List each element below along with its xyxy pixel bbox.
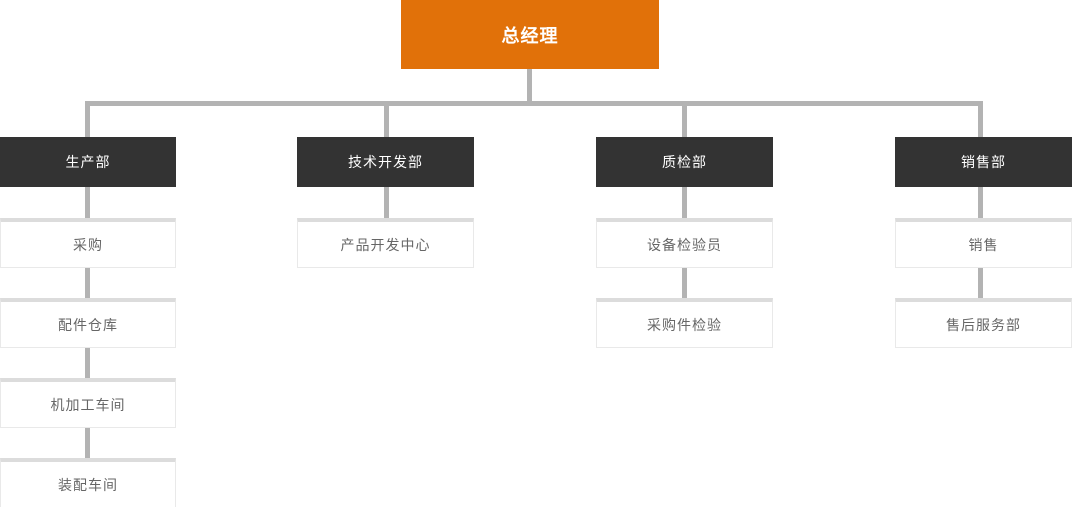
org-node-purchasing: 采购 bbox=[0, 218, 176, 268]
org-node-purchased-parts-inspection: 采购件检验 bbox=[596, 298, 773, 348]
org-node-machining-workshop: 机加工车间 bbox=[0, 378, 176, 428]
connector-drop-quality bbox=[682, 106, 687, 137]
connector-production-child4 bbox=[85, 428, 90, 458]
org-node-parts-warehouse: 配件仓库 bbox=[0, 298, 176, 348]
connector-production-child1 bbox=[85, 187, 90, 218]
connector-horizontal-rail bbox=[85, 101, 983, 106]
dept-node-quality-inspection: 质检部 bbox=[596, 137, 773, 187]
connector-production-child2 bbox=[85, 268, 90, 298]
org-node-assembly-workshop: 装配车间 bbox=[0, 458, 176, 507]
connector-quality-child1 bbox=[682, 187, 687, 218]
dept-node-production: 生产部 bbox=[0, 137, 176, 187]
org-node-product-dev-center: 产品开发中心 bbox=[297, 218, 474, 268]
connector-drop-production bbox=[85, 106, 90, 137]
connector-drop-tech-dev bbox=[384, 106, 389, 137]
connector-drop-sales bbox=[978, 106, 983, 137]
dept-node-sales: 销售部 bbox=[895, 137, 1072, 187]
connector-tech-dev-child1 bbox=[384, 187, 389, 218]
org-node-after-sales-service: 售后服务部 bbox=[895, 298, 1072, 348]
dept-node-tech-development: 技术开发部 bbox=[297, 137, 474, 187]
connector-sales-child1 bbox=[978, 187, 983, 218]
org-node-general-manager: 总经理 bbox=[401, 0, 659, 69]
org-node-sales: 销售 bbox=[895, 218, 1072, 268]
connector-quality-child2 bbox=[682, 268, 687, 298]
connector-sales-child2 bbox=[978, 268, 983, 298]
org-node-equipment-inspector: 设备检验员 bbox=[596, 218, 773, 268]
connector-production-child3 bbox=[85, 348, 90, 378]
connector-root-trunk bbox=[527, 69, 532, 101]
